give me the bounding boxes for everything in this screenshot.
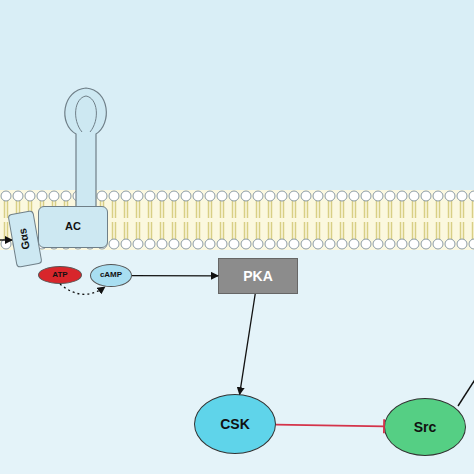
arrow-connector xyxy=(60,284,105,294)
node-label: Src xyxy=(414,420,437,435)
ac-transmembrane-loop xyxy=(65,88,107,212)
arrow-connector xyxy=(240,294,256,394)
node-label: PKA xyxy=(243,269,273,284)
arrow-connector xyxy=(132,275,218,277)
src-ellipse: Src xyxy=(384,398,466,456)
atp-ellipse: ATP xyxy=(38,266,82,284)
node-label: Gαs xyxy=(17,227,32,250)
camp-ellipse: cAMP xyxy=(90,264,132,287)
membrane-core xyxy=(0,190,474,250)
inhibition-bar xyxy=(383,419,385,433)
csk-ellipse: CSK xyxy=(194,394,276,454)
incoming-arrow xyxy=(0,239,12,240)
pka-box: PKA xyxy=(218,258,298,294)
node-label: AC xyxy=(65,221,81,233)
outgoing-line xyxy=(458,378,474,406)
inhibition-connector xyxy=(276,425,384,427)
adenylyl-cyclase-box: AC xyxy=(38,206,108,248)
ac-loop-inner xyxy=(76,96,97,132)
node-label: CSK xyxy=(220,417,250,432)
node-label: ATP xyxy=(52,271,67,279)
node-label: cAMP xyxy=(100,271,122,279)
